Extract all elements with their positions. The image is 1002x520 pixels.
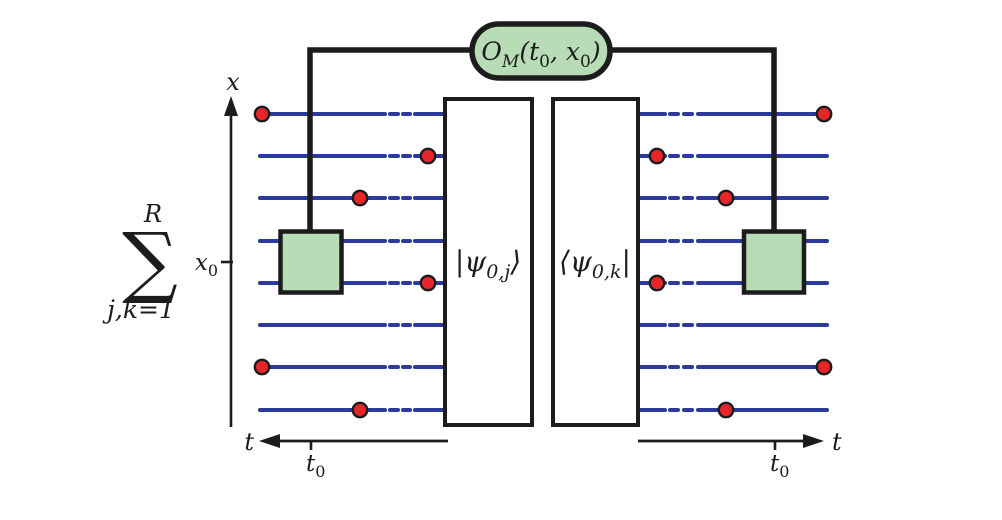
bra-block-label: ⟨ψ0,k| — [559, 245, 631, 283]
t-axis-right-arrow-icon — [803, 434, 824, 448]
excitation-dot — [815, 105, 833, 123]
t0-label-left: t0 — [306, 451, 325, 481]
excitation-dot — [419, 147, 437, 165]
excitation-dot — [648, 274, 666, 292]
bra-block: ⟨ψ0,k| — [551, 97, 640, 427]
ket-block-rect — [443, 97, 534, 427]
observable-stadium: OM(t0, x0) — [469, 21, 613, 81]
x-axis: x x0 — [195, 68, 240, 427]
excitation-dot — [717, 401, 735, 419]
observable-label: OM(t0, x0) — [481, 37, 600, 72]
excitation-dot — [351, 189, 369, 207]
summation: R ∑ j,k=1 — [102, 200, 178, 324]
ket-block: |ψ0,j⟩ — [443, 97, 534, 427]
observable-stadium-shape — [469, 21, 613, 81]
connector-right — [608, 47, 777, 232]
bra-block-rect — [551, 97, 640, 427]
t-axis-left-label: t — [244, 428, 254, 456]
ket-block-label: |ψ0,j⟩ — [455, 245, 521, 283]
x-axis-arrow-icon — [224, 96, 238, 116]
excitation-dot — [815, 358, 833, 376]
x-axis-label: x — [226, 68, 240, 96]
summation-lower-limit: j,k=1 — [102, 295, 175, 324]
excitation-dot — [648, 147, 666, 165]
t-axis-right: t t0 — [638, 428, 842, 481]
t-axis-left-arrow-icon — [259, 434, 280, 448]
t-axis-right-label: t — [832, 428, 842, 456]
x0-tick-label: x0 — [195, 250, 218, 280]
excitation-dot — [717, 189, 735, 207]
operator-square-right — [741, 229, 807, 295]
t0-label-right: t0 — [770, 451, 789, 481]
operator-square-left — [278, 229, 344, 295]
t-axis-left: t t0 — [244, 428, 448, 481]
connector-left — [307, 47, 474, 232]
excitation-dot — [253, 105, 271, 123]
summation-upper-limit: R — [143, 200, 162, 228]
summation-sigma-icon: ∑ — [122, 217, 178, 307]
excitation-dot — [419, 274, 437, 292]
excitation-dot — [253, 358, 271, 376]
excitation-dot — [351, 401, 369, 419]
